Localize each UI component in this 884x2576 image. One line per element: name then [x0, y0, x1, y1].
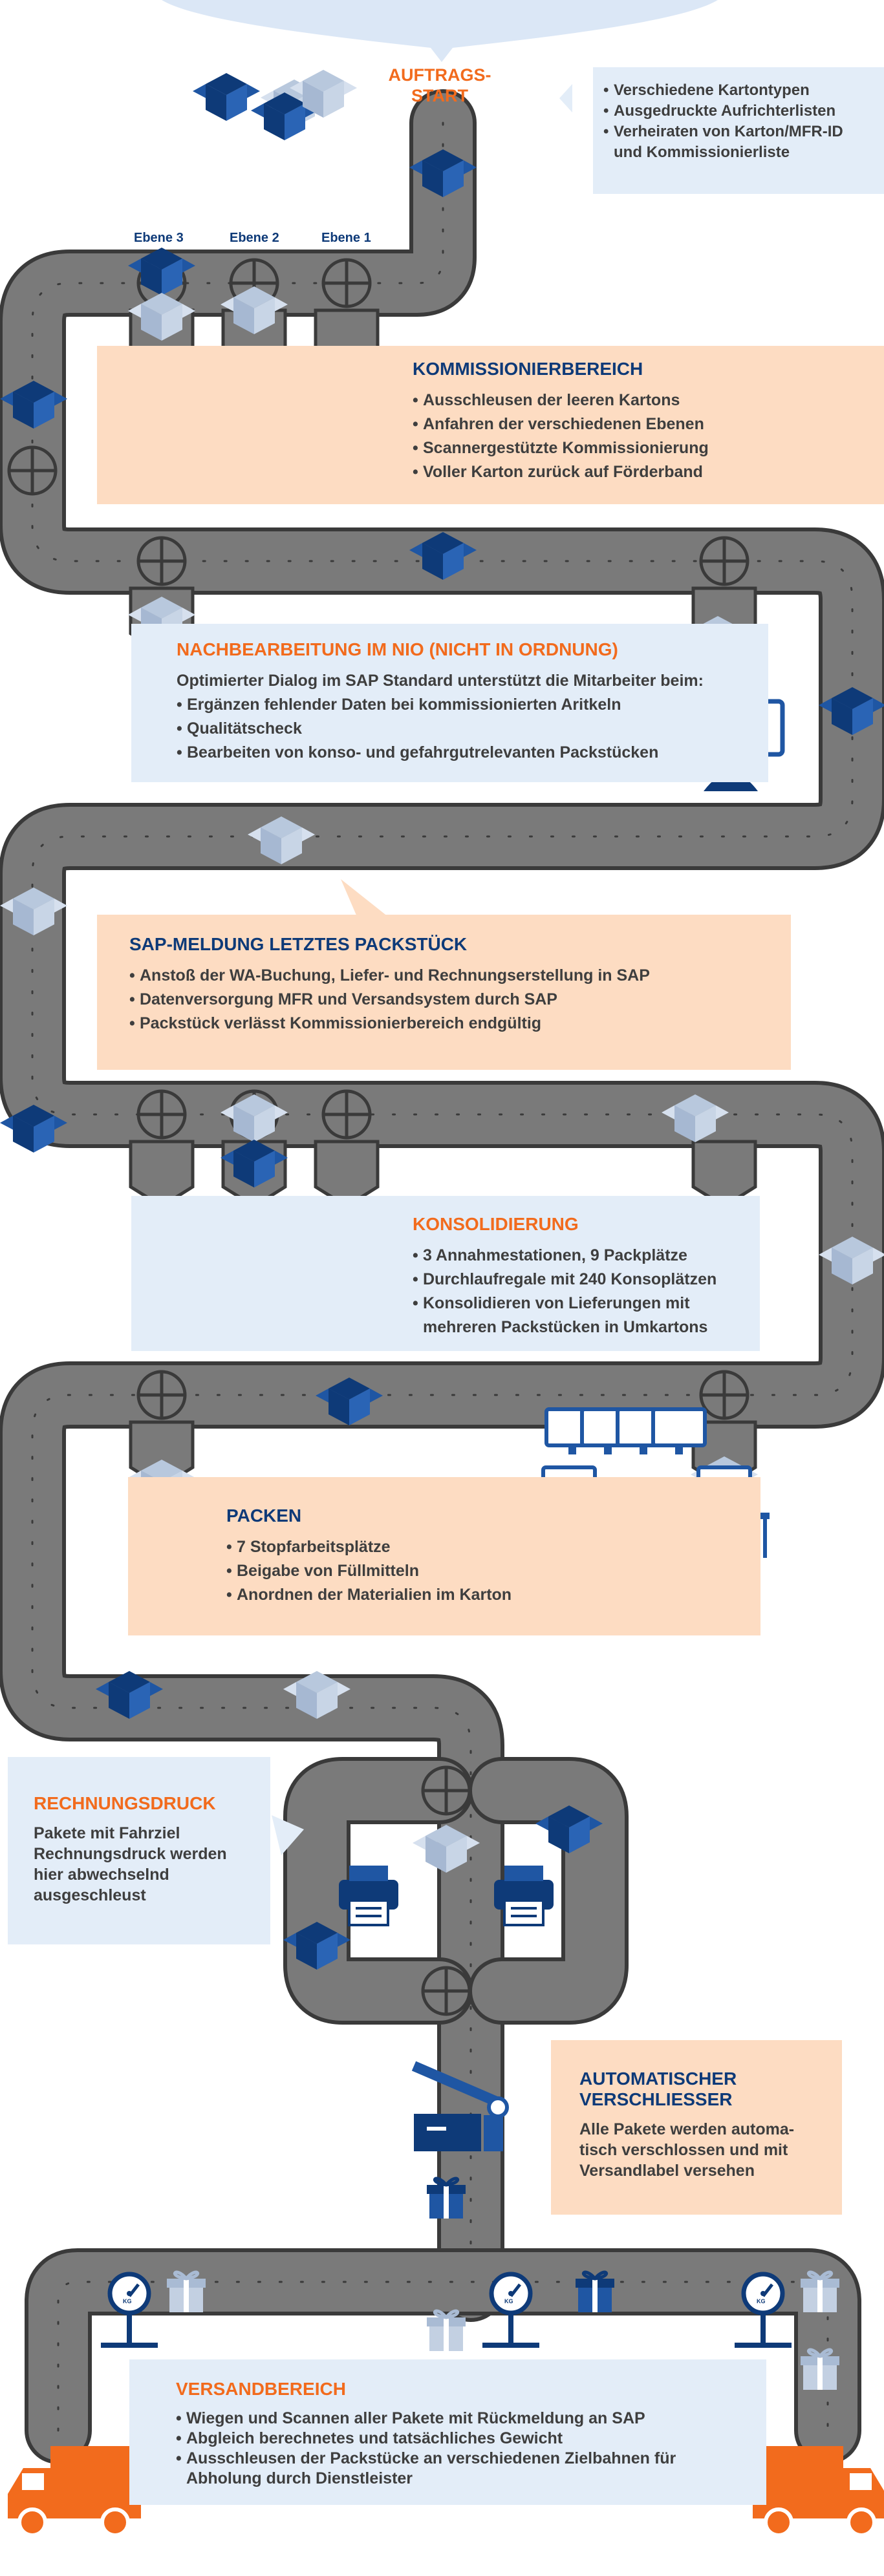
- sap-report-item: Datenversorgung MFR und Versandsystem du…: [129, 988, 791, 1012]
- auto-sealer-panel: AUTOMATISCHER VERSCHLIESSER Alle Pakete …: [551, 2040, 842, 2215]
- shipping-area-panel: VERSANDBEREICH Wiegen und Scannen aller …: [129, 2359, 766, 2505]
- level-2-label: Ebene 2: [230, 231, 279, 245]
- packing-title: PACKEN: [226, 1506, 302, 1526]
- start-info-item: Verschiedene Kartontypen: [603, 80, 871, 101]
- sap-report-item: Anstoß der WA-Buchung, Liefer- und Rechn…: [129, 964, 791, 988]
- start-info-item: Verheiraten von Karton/MFR-ID und Kommis…: [603, 122, 871, 163]
- start-info-panel: Verschiedene Kartontypen Ausgedruckte Au…: [593, 67, 884, 194]
- auto-sealer-title: AUTOMATISCHER VERSCHLIESSER: [579, 2069, 737, 2109]
- consolidation-panel: KONSOLIDIERUNG 3 Annahmestationen, 9 Pac…: [131, 1196, 760, 1351]
- sap-report-item: Packstück verlässt Kommissionierbereich …: [129, 1012, 791, 1036]
- sap-report-title: SAP-MELDUNG LETZTES PACKSTÜCK: [129, 934, 468, 954]
- shipping-area-item: Wiegen und Scannen aller Pakete mit Rück…: [176, 2409, 766, 2429]
- picking-area-title: KOMMISSIONIERBEREICH: [413, 359, 643, 379]
- consolidation-title: KONSOLIDIERUNG: [413, 1214, 579, 1234]
- order-start-label: AUFTRAGS- START: [388, 65, 491, 105]
- packing-panel: PACKEN 7 Stopfarbeitsplätze Beigabe von …: [128, 1477, 760, 1635]
- consolidation-item: 3 Annahmestationen, 9 Packplätze: [413, 1244, 760, 1268]
- packing-item: Anordnen der Materialien im Karton: [226, 1583, 760, 1607]
- shipping-area-title: VERSANDBEREICH: [176, 2379, 346, 2399]
- invoice-print-title: RECHNUNGSDRUCK: [34, 1793, 216, 1813]
- start-info-item: Ausgedruckte Aufrichterlisten: [603, 101, 871, 122]
- scale-kg-label: KG: [504, 2298, 513, 2305]
- shipping-area-item: Abgleich berechnetes und tatsächliches G…: [176, 2429, 766, 2449]
- packing-item: 7 Stopfarbeitsplätze: [226, 1535, 760, 1559]
- nio-item: Ergänzen fehlender Daten bei kommissioni…: [177, 693, 768, 717]
- packing-item: Beigabe von Füllmitteln: [226, 1559, 760, 1583]
- picking-area-panel: KOMMISSIONIERBEREICH Ausschleusen der le…: [97, 346, 884, 504]
- nio-item: Bearbeiten von konso- und gefahrgutrelev…: [177, 741, 768, 765]
- nio-item: Qualitätscheck: [177, 717, 768, 741]
- nio-panel: NACHBEARBEITUNG IM NIO (NICHT IN ORDNUNG…: [131, 624, 768, 782]
- scale-kg-label: KG: [757, 2298, 766, 2305]
- picking-area-item: Scannergestützte Kommissionierung: [413, 436, 884, 460]
- sap-report-panel: SAP-MELDUNG LETZTES PACKSTÜCK Anstoß der…: [97, 915, 791, 1070]
- shipping-area-item: Ausschleusen der Packstücke an verschied…: [176, 2449, 729, 2489]
- picking-area-item: Ausschleusen der leeren Kartons: [413, 389, 884, 412]
- scale-kg-label: KG: [123, 2298, 132, 2305]
- auto-sealer-text: Alle Pakete werden automa-tisch verschlo…: [579, 2120, 795, 2180]
- level-1-label: Ebene 1: [321, 231, 371, 245]
- nio-intro: Optimierter Dialog im SAP Standard unter…: [177, 672, 704, 690]
- consolidation-item: Durchlaufregale mit 240 Konsoplätzen: [413, 1268, 760, 1292]
- invoice-print-panel: RECHNUNGSDRUCK Pakete mit Fahrziel Rechn…: [8, 1757, 270, 1944]
- level-3-label: Ebene 3: [134, 231, 184, 245]
- picking-area-item: Anfahren der verschiedenen Ebenen: [413, 412, 884, 436]
- nio-title: NACHBEARBEITUNG IM NIO (NICHT IN ORDNUNG…: [177, 639, 618, 659]
- picking-area-item: Voller Karton zurück auf Förderband: [413, 460, 884, 484]
- consolidation-item: Konsolidieren von Lieferungen mit mehrer…: [413, 1292, 746, 1339]
- invoice-print-text: Pakete mit Fahrziel Rechnungsdruck werde…: [34, 1824, 227, 1904]
